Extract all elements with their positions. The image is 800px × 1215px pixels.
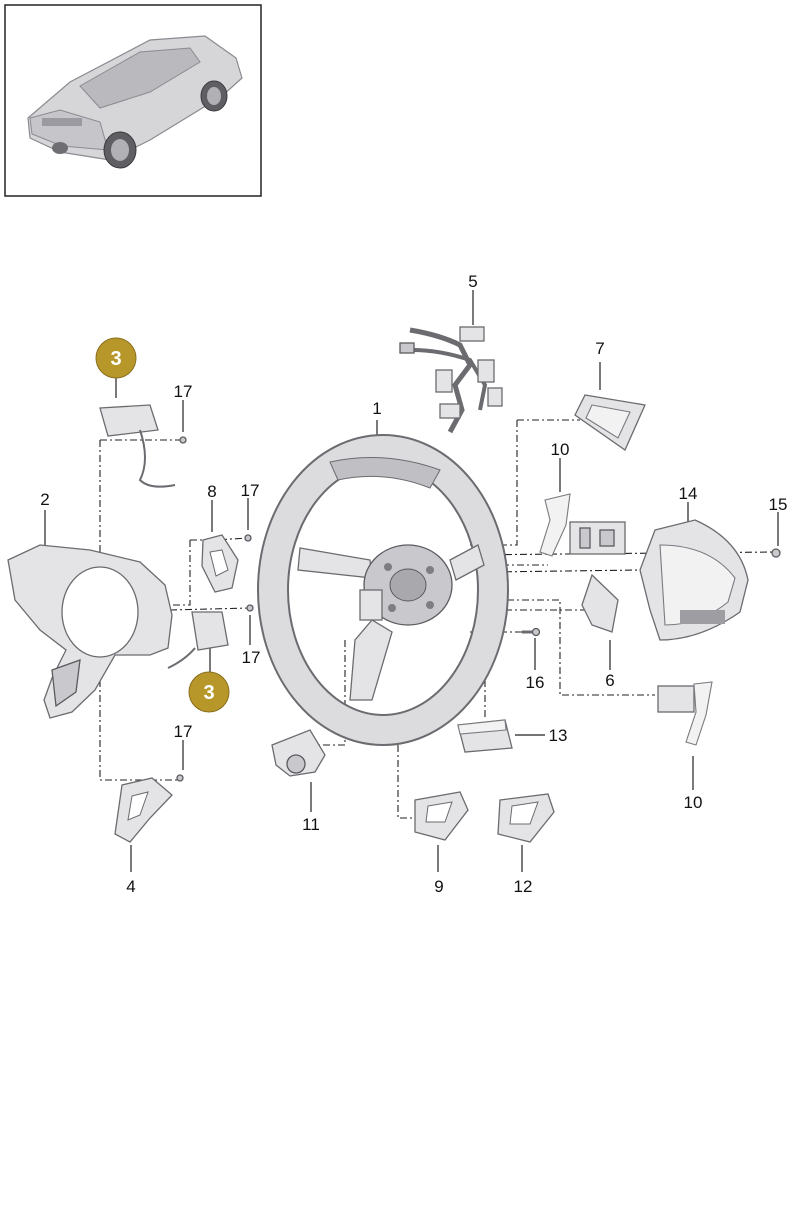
callout-2[interactable]: 2 (40, 490, 49, 509)
callout-17-d[interactable]: 17 (174, 722, 193, 741)
callout-14[interactable]: 14 (679, 484, 698, 503)
callout-17-a[interactable]: 17 (174, 382, 193, 401)
callout-4[interactable]: 4 (126, 877, 135, 896)
callout-8[interactable]: 8 (207, 482, 216, 501)
badge-3-lower-label: 3 (203, 682, 214, 704)
badge-3-upper[interactable]: 3 (95, 337, 137, 379)
badge-3-lower[interactable]: 3 (188, 671, 230, 713)
control-module[interactable] (457, 719, 513, 753)
clock-spring[interactable] (271, 729, 326, 777)
wiring-harness[interactable] (399, 326, 503, 434)
callout-10-upper[interactable]: 10 (551, 440, 570, 459)
lower-trim-cover[interactable] (581, 573, 619, 633)
sports-car-icon (27, 35, 243, 169)
switch-bracket-8[interactable] (201, 534, 239, 593)
spoke-trim-cover[interactable] (574, 394, 646, 451)
callout-12[interactable]: 12 (514, 877, 533, 896)
shift-paddle-lower[interactable] (657, 681, 713, 746)
screws-17[interactable] (176, 436, 254, 782)
callout-17-c[interactable]: 17 (242, 648, 261, 667)
callout-11[interactable]: 11 (302, 815, 320, 834)
callout-9[interactable]: 9 (434, 877, 443, 896)
bracket-9[interactable] (414, 791, 469, 841)
front-trim-cover[interactable] (7, 544, 173, 719)
callout-labels: 1 2 4 5 6 7 8 9 10 10 11 12 13 14 15 16 … (40, 272, 787, 896)
switch-module-upper[interactable] (99, 404, 176, 488)
callout-7[interactable]: 7 (595, 339, 604, 358)
bracket-12[interactable] (497, 793, 555, 843)
callout-17-b[interactable]: 17 (241, 481, 260, 500)
screw-15[interactable] (771, 548, 781, 558)
lower-bracket-4[interactable] (114, 777, 173, 843)
callout-10-lower[interactable]: 10 (684, 793, 703, 812)
callout-15[interactable]: 15 (769, 495, 788, 514)
steering-wheel[interactable] (257, 434, 509, 746)
switch-module-lower[interactable] (167, 611, 229, 669)
callout-5[interactable]: 5 (468, 272, 477, 291)
column-shroud[interactable] (639, 519, 749, 641)
callout-16[interactable]: 16 (526, 673, 545, 692)
callout-1[interactable]: 1 (372, 399, 381, 418)
badge-3-upper-label: 3 (110, 348, 121, 370)
vehicle-thumbnail[interactable] (4, 4, 262, 197)
screw-16[interactable] (522, 627, 541, 637)
shift-paddle-upper[interactable] (539, 493, 626, 557)
callout-13[interactable]: 13 (549, 726, 568, 745)
callout-6[interactable]: 6 (605, 671, 614, 690)
